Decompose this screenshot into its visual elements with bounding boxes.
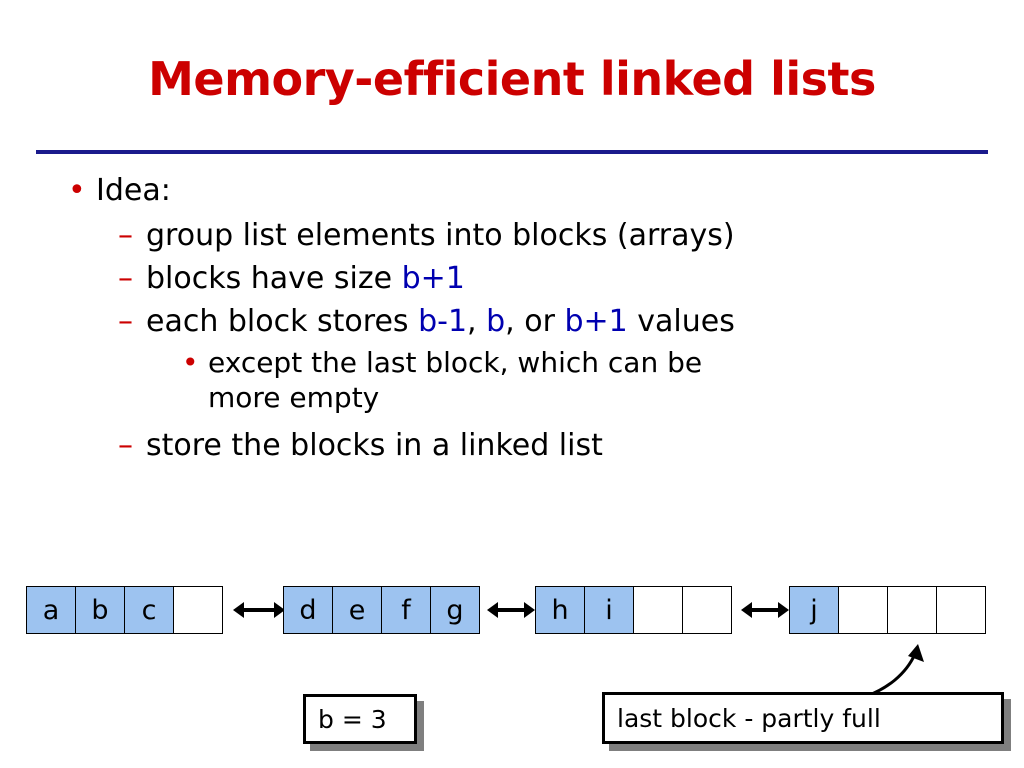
block-cell (887, 586, 937, 634)
bullet-marker-dot: • (182, 345, 199, 379)
bullet-store-blocks: – store the blocks in a linked list (60, 426, 990, 465)
block-cell: h (535, 586, 585, 634)
value-b-minus-1: b-1 (418, 303, 468, 339)
separator-2: , or (505, 303, 565, 339)
bullet-group-elements: – group list elements into blocks (array… (60, 216, 990, 255)
block-cell (682, 586, 732, 634)
callout-last-block: last block - partly full (602, 692, 1004, 744)
bullet-list: • Idea: – group list elements into block… (60, 172, 990, 469)
bullet-block-size: – blocks have size b+1 (60, 259, 990, 298)
bullet-marker-dash: – (118, 260, 133, 296)
bullet-block-stores-suffix: values (627, 303, 735, 339)
bullet-block-stores: – each block stores b-1, b, or b+1 value… (60, 302, 990, 341)
block-cell (633, 586, 683, 634)
bullet-group-elements-label: group list elements into blocks (arrays) (146, 217, 735, 253)
value-b-plus-1: b+1 (564, 303, 628, 339)
block-cell (173, 586, 223, 634)
bullet-block-size-label: blocks have size (146, 260, 402, 296)
block-cell (936, 586, 986, 634)
block-cell: a (26, 586, 76, 634)
block-cell: d (283, 586, 333, 634)
link-arrow-2 (741, 602, 789, 618)
link-arrow-0 (233, 602, 285, 618)
block-cell: i (584, 586, 634, 634)
block-cell (838, 586, 888, 634)
bullet-marker-dash: – (118, 303, 133, 339)
separator-1: , (467, 303, 487, 339)
callout-b-value: b = 3 (303, 694, 417, 744)
block-cell: e (332, 586, 382, 634)
bullet-idea-label: Idea: (96, 173, 171, 208)
list-block-1: d e f g (283, 586, 480, 634)
callout-last-block-text: last block - partly full (617, 703, 881, 733)
block-cell: c (124, 586, 174, 634)
bullet-last-block-line2: more empty (208, 381, 380, 415)
bullet-last-block-line1: except the last block, which can be (208, 345, 703, 379)
bullet-last-block-exception: • except the last block, which can be mo… (60, 345, 990, 417)
block-cell: j (789, 586, 839, 634)
block-cell: g (430, 586, 480, 634)
title-divider (36, 150, 988, 154)
page-title: Memory-efficient linked lists (148, 52, 876, 106)
linked-list-diagram: a b c d e f g h i j (0, 586, 1024, 646)
bullet-block-size-value: b+1 (401, 260, 465, 296)
list-block-2: h i (535, 586, 732, 634)
bullet-marker-dash: – (118, 217, 133, 253)
bullet-idea: • Idea: (60, 172, 990, 210)
list-block-0: a b c (26, 586, 223, 634)
bullet-marker-dot: • (68, 173, 86, 208)
bullet-store-blocks-label: store the blocks in a linked list (146, 428, 603, 464)
block-cell: f (381, 586, 431, 634)
callout-b-value-text: b = 3 (318, 704, 387, 734)
value-b: b (486, 303, 506, 339)
block-cell: b (75, 586, 125, 634)
bullet-marker-dash: – (118, 428, 133, 464)
list-block-3: j (789, 586, 986, 634)
bullet-block-stores-label: each block stores (146, 303, 419, 339)
link-arrow-1 (487, 602, 535, 618)
